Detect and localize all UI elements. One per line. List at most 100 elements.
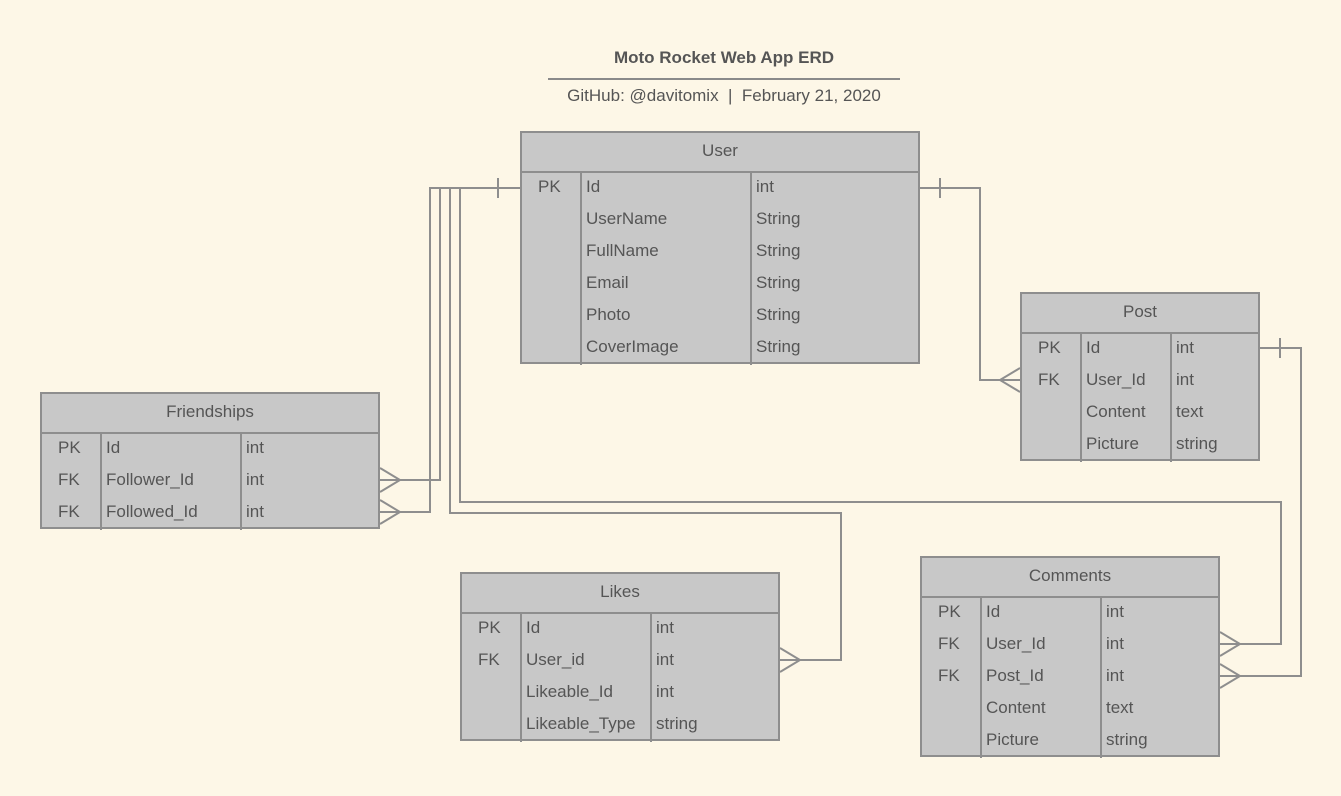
type-cell: int: [1106, 634, 1124, 653]
type-cell: int: [1176, 338, 1194, 357]
field-cell: Photo: [586, 305, 631, 324]
field-cell: Picture: [986, 730, 1039, 749]
column-divider: [750, 173, 752, 365]
connector-user-post: [920, 187, 1020, 381]
entity-row: Picture string: [922, 726, 1218, 758]
field-cell: Id: [526, 618, 541, 637]
field-cell: Likeable_Type: [526, 714, 636, 733]
type-cell: string: [1106, 730, 1148, 749]
field-cell: User_Id: [1086, 370, 1146, 389]
field-cell: CoverImage: [586, 337, 679, 356]
field-cell: Id: [986, 602, 1001, 621]
entity-row: Photo String: [522, 301, 918, 333]
field-cell: Picture: [1086, 434, 1139, 453]
field-cell: Content: [1086, 402, 1146, 421]
type-cell: text: [1176, 402, 1204, 421]
entity-likes-name: Likes: [462, 574, 778, 614]
entity-row: Email String: [522, 269, 918, 301]
key-cell: FK: [1038, 370, 1060, 389]
key-cell: PK: [938, 602, 961, 621]
type-cell: int: [1176, 370, 1194, 389]
field-cell: Id: [106, 438, 121, 457]
entity-post-name: Post: [1022, 294, 1258, 334]
key-cell: PK: [478, 618, 501, 637]
key-cell: FK: [938, 634, 960, 653]
type-cell: int: [756, 177, 774, 196]
entity-friendships-name: Friendships: [42, 394, 378, 434]
connector-user-comments: [459, 187, 1282, 645]
field-cell: Follower_Id: [106, 470, 194, 489]
title-divider: [548, 78, 900, 80]
entity-row: FK Follower_Id int: [42, 466, 378, 498]
entity-row: PK Id int: [922, 598, 1218, 630]
entity-row: Likeable_Id int: [462, 678, 778, 710]
column-divider: [1170, 334, 1172, 462]
type-cell: String: [756, 337, 801, 356]
entity-row: FK User_id int: [462, 646, 778, 678]
key-cell: PK: [58, 438, 81, 457]
type-cell: string: [656, 714, 698, 733]
column-divider: [100, 434, 102, 530]
entity-row: FK Post_Id int: [922, 662, 1218, 694]
key-cell: FK: [58, 470, 80, 489]
field-cell: Email: [586, 273, 629, 292]
entity-row: UserName String: [522, 205, 918, 237]
type-cell: int: [656, 650, 674, 669]
entity-comments-name: Comments: [922, 558, 1218, 598]
key-cell: PK: [538, 177, 561, 196]
entity-row: PK Id int: [462, 614, 778, 646]
type-cell: int: [656, 682, 674, 701]
field-cell: UserName: [586, 209, 668, 228]
field-cell: Likeable_Id: [526, 682, 613, 701]
type-cell: String: [756, 273, 801, 292]
column-divider: [1080, 334, 1082, 462]
key-cell: FK: [478, 650, 500, 669]
column-divider: [1100, 598, 1102, 758]
crowfoot-comments-user: [1219, 631, 1242, 657]
field-cell: FullName: [586, 241, 659, 260]
type-cell: String: [756, 305, 801, 324]
crowfoot-friendships-followed: [379, 499, 402, 525]
field-cell: User_Id: [986, 634, 1046, 653]
type-cell: String: [756, 209, 801, 228]
column-divider: [650, 614, 652, 742]
column-divider: [580, 173, 582, 365]
crowfoot-likes-user: [779, 647, 802, 673]
type-cell: int: [1106, 602, 1124, 621]
entity-row: PK Id int: [522, 173, 918, 205]
diagram-title: Moto Rocket Web App ERD: [613, 48, 835, 67]
column-divider: [520, 614, 522, 742]
key-cell: FK: [938, 666, 960, 685]
field-cell: Followed_Id: [106, 502, 198, 521]
entity-row: CoverImage String: [522, 333, 918, 365]
type-cell: int: [1106, 666, 1124, 685]
entity-row: Content text: [1022, 398, 1258, 430]
entity-row: PK Id int: [42, 434, 378, 466]
field-cell: User_id: [526, 650, 585, 669]
entity-user-name: User: [522, 133, 918, 173]
type-cell: text: [1106, 698, 1134, 717]
type-cell: int: [246, 470, 264, 489]
entity-row: FK User_Id int: [1022, 366, 1258, 398]
field-cell: Id: [586, 177, 601, 196]
entity-row: Likeable_Type string: [462, 710, 778, 742]
type-cell: int: [246, 438, 264, 457]
crowfoot-friendships-follower: [379, 467, 402, 493]
type-cell: int: [656, 618, 674, 637]
field-cell: Post_Id: [986, 666, 1044, 685]
